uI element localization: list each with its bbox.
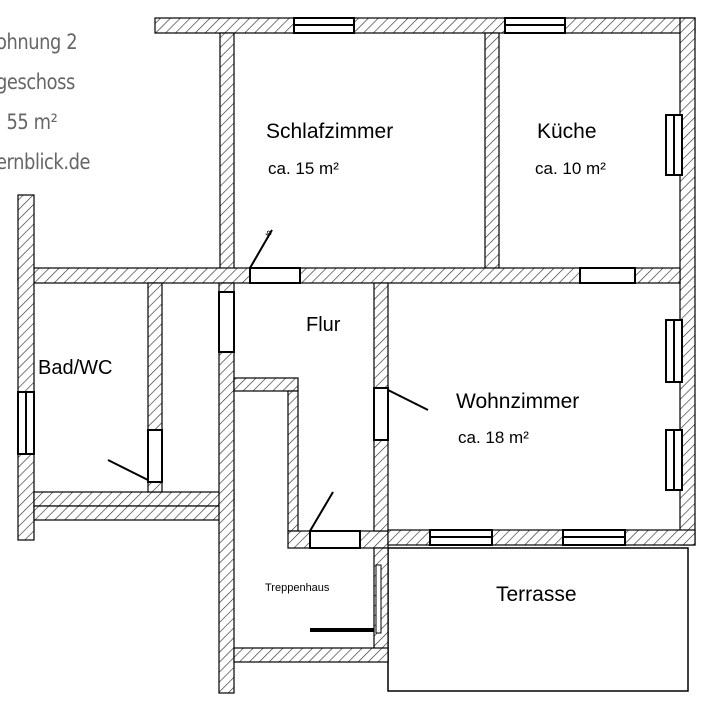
windows [17,17,683,546]
apartment-info: ohnung 2 geschoss . 55 m² ernblick.de [0,22,90,182]
doors: ⚘ [107,229,636,634]
info-floor: geschoss [0,70,75,94]
room-name-wohnzimmer: Wohnzimmer [456,390,579,413]
room-area-wohnzimmer: ca. 18 m² [458,428,529,447]
info-apartment: ohnung 2 [0,30,78,54]
room-name-flur: Flur [306,314,341,336]
info-area: . 55 m² [0,110,58,134]
info-website: ernblick.de [0,150,91,174]
terrace-outline [387,547,689,692]
svg-text:⚘: ⚘ [264,230,273,241]
room-area-kueche: ca. 10 m² [535,159,606,178]
room-area-schlafzimmer: ca. 15 m² [268,159,339,178]
room-name-schlafzimmer: Schlafzimmer [266,120,393,143]
room-name-terrasse: Terrasse [496,583,577,606]
room-name-bad: Bad/WC [38,357,112,379]
room-name-kueche: Küche [537,120,597,143]
room-name-treppenhaus: Treppenhaus [265,582,330,594]
